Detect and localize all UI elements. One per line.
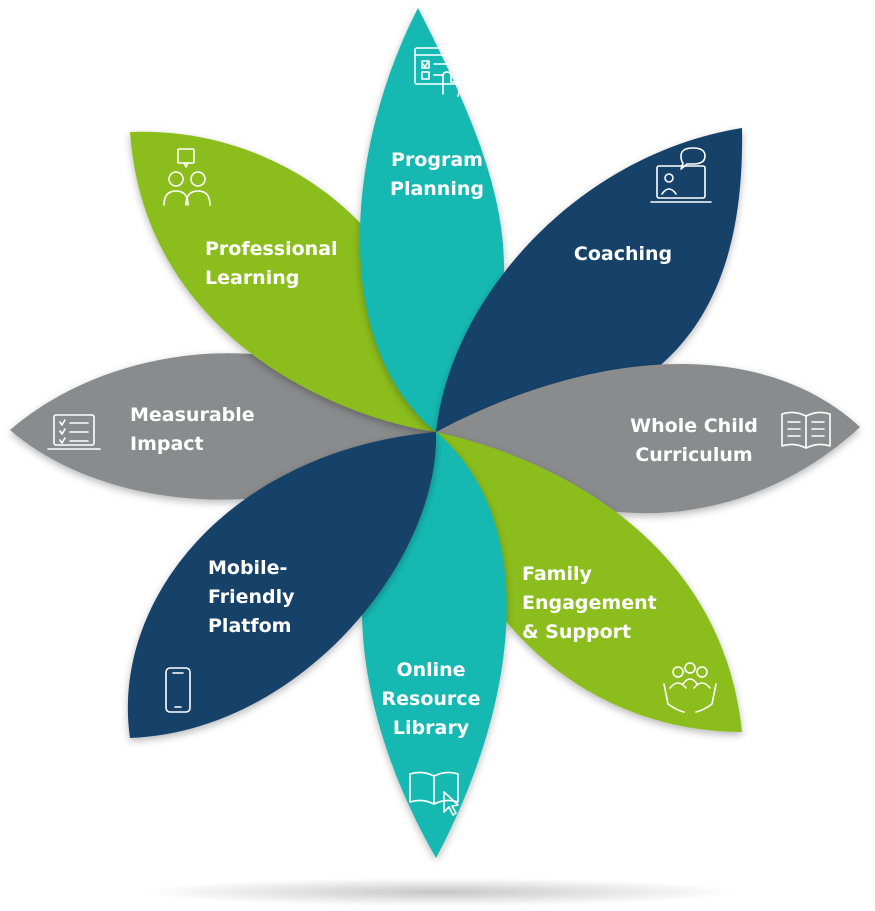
smartphone-icon	[165, 667, 191, 713]
book-cursor-icon	[409, 771, 459, 816]
label-line: Coaching	[574, 243, 672, 265]
video-chat-icon	[650, 147, 712, 203]
label-line: Engagement	[522, 592, 657, 614]
label-line: Professional	[205, 238, 338, 260]
petal-coaching	[436, 128, 743, 432]
petal-program-planning	[359, 8, 504, 432]
checklist-touch-icon	[414, 47, 461, 97]
label-line: Program	[391, 149, 483, 171]
label-line: Whole Child	[630, 415, 758, 437]
label-line: Impact	[130, 433, 204, 455]
label-line: Measurable	[130, 404, 255, 426]
petal-professional-learning	[130, 131, 437, 432]
label-line: Planning	[390, 178, 484, 200]
floor-shadow	[140, 878, 740, 906]
petal-mobile-friendly-platform	[127, 432, 437, 738]
open-book-icon	[781, 411, 831, 449]
family-hands-icon	[663, 662, 717, 713]
label-line: Family	[522, 563, 593, 585]
label-line: Learning	[205, 267, 299, 289]
label-coaching: Coaching	[574, 243, 672, 265]
group-discussion-icon	[163, 148, 211, 206]
label-line: Friendly	[208, 586, 295, 608]
label-line: Platfom	[208, 615, 291, 637]
label-line: & Support	[522, 621, 631, 643]
label-line: Online	[396, 659, 465, 681]
label-line: Mobile-	[208, 557, 287, 579]
laptop-checklist-icon	[47, 414, 101, 450]
petal-family-engagement	[436, 432, 742, 732]
label-line: Resource	[382, 688, 481, 710]
label-line: Library	[393, 717, 470, 739]
label-line: Curriculum	[635, 444, 752, 466]
